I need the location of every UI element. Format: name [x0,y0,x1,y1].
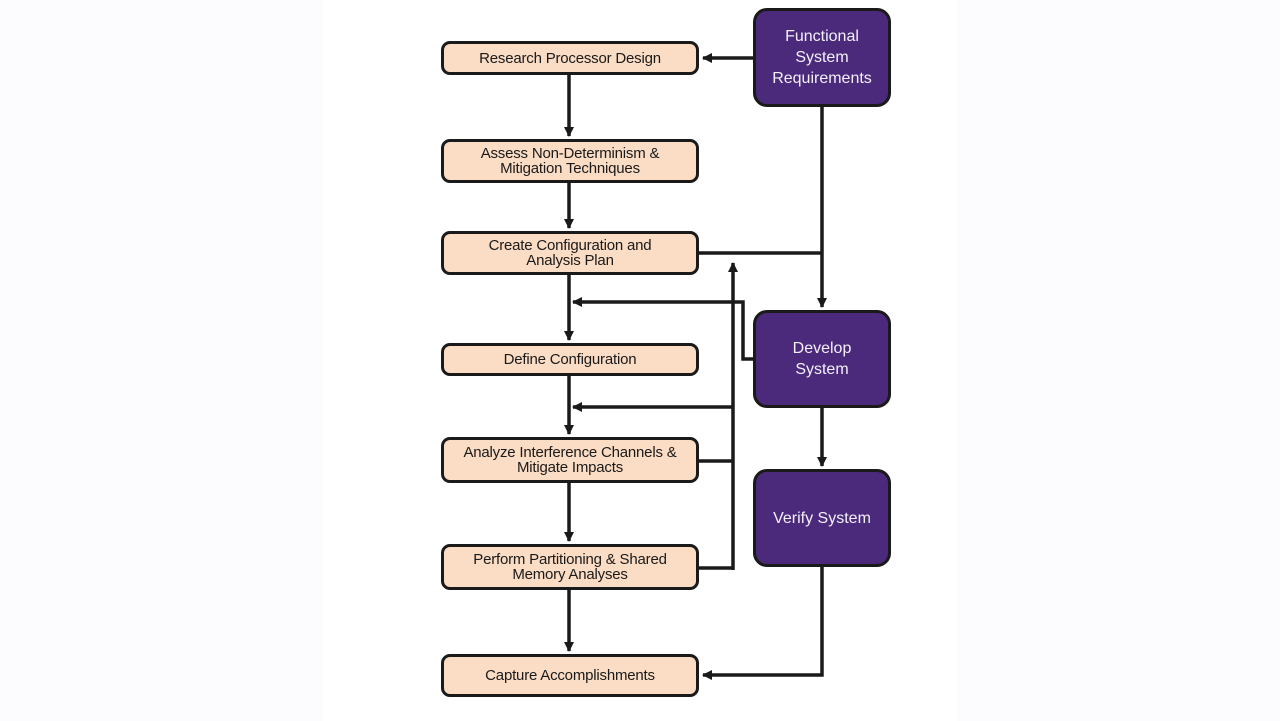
step-label: Create Configuration and Analysis Plan [488,237,652,269]
system-develop: Develop System [753,310,891,408]
step-analyze-interference-channels: Analyze Interference Channels & Mitigate… [441,437,699,483]
system-label: Verify System [773,509,871,527]
step-label: Capture Accomplishments [485,667,655,684]
step-label: Research Processor Design [479,49,661,67]
arrow-verify-to-capture [702,567,824,680]
step-define-configuration: Define Configuration [441,343,699,376]
step-label: Assess Non-Determinism & Mitigation Tech… [480,145,660,177]
system-label: Develop System [792,340,852,378]
step-perform-partitioning: Perform Partitioning & Shared Memory Ana… [441,544,699,590]
arrow-develop-to-trunk [572,297,753,361]
step-label: Define Configuration [503,351,637,368]
step-capture-accomplishments: Capture Accomplishments [441,654,699,697]
step-create-configuration-plan: Create Configuration and Analysis Plan [441,231,699,275]
system-verify: Verify System [753,469,891,567]
system-label: Functional System Requirements [772,28,872,87]
step-assess-non-determinism: Assess Non-Determinism & Mitigation Tech… [441,139,699,183]
step-label: Analyze Interference Channels & Mitigate… [463,444,677,476]
step-label: Perform Partitioning & Shared Memory Ana… [473,551,667,583]
step-research-processor-design: Research Processor Design [441,41,699,75]
system-functional-requirements: Functional System Requirements [753,8,891,107]
